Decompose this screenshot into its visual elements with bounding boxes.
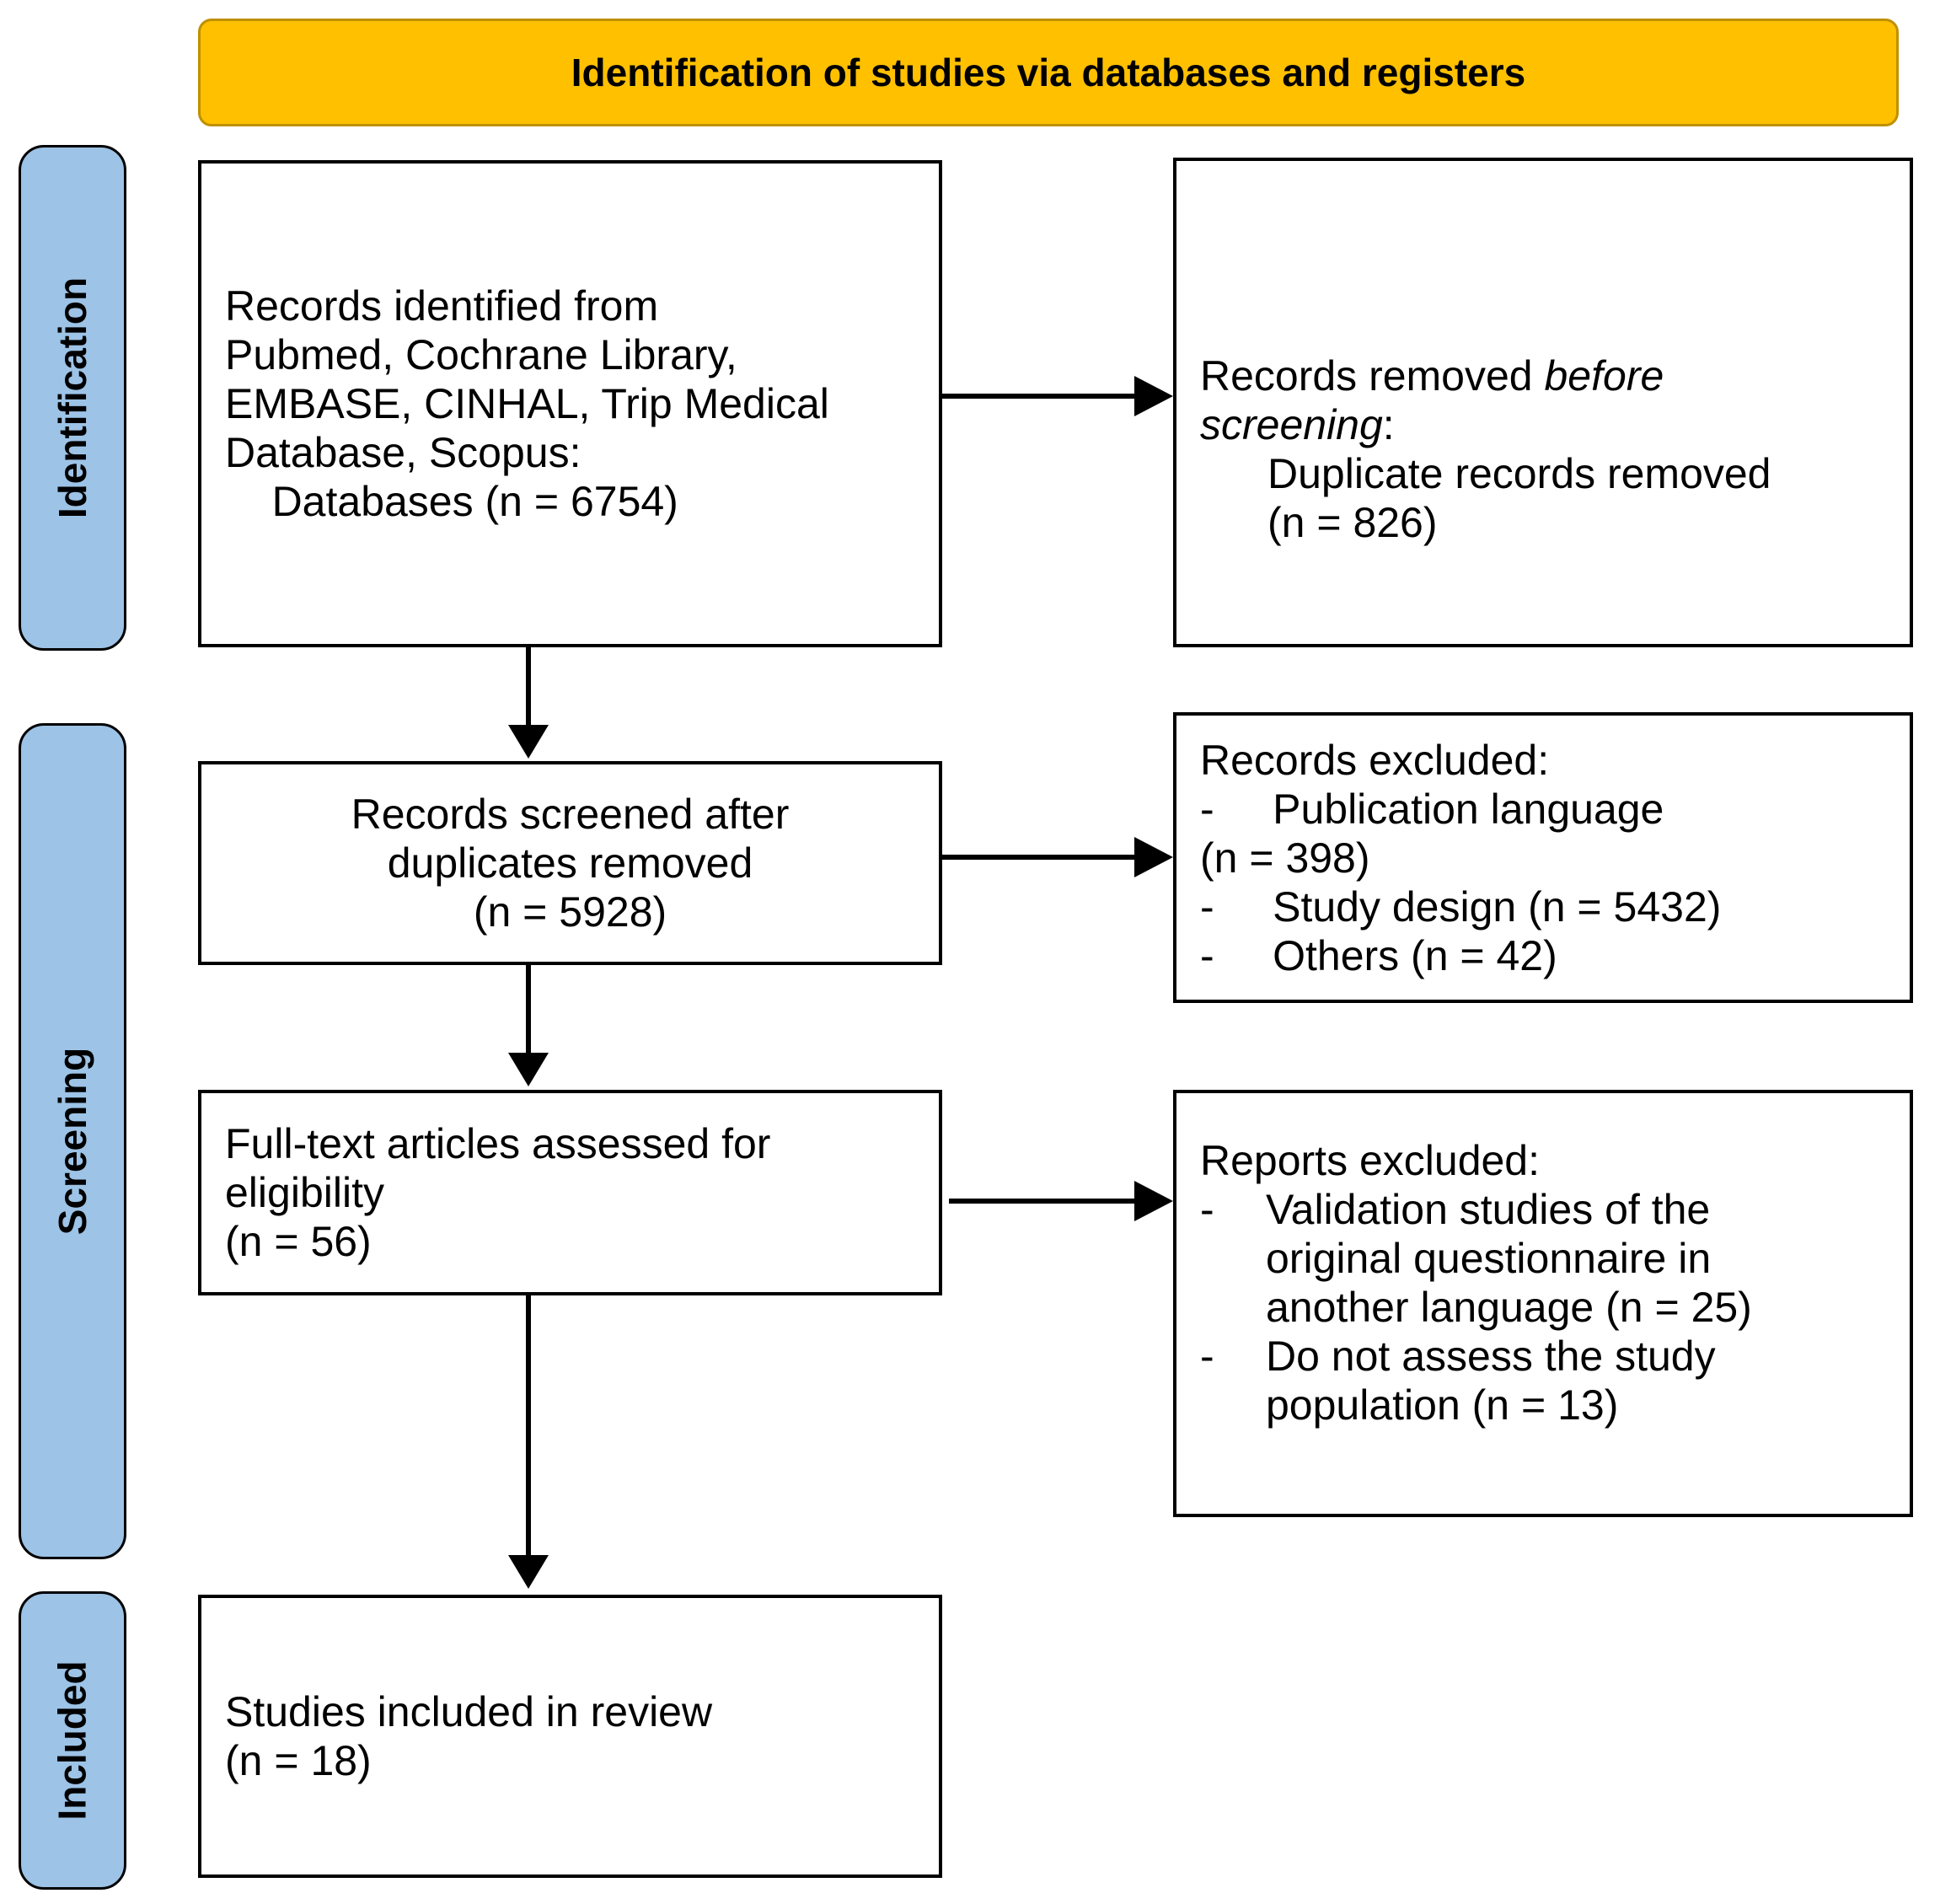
- box-records-excluded: Records excluded: - Publication language…: [1173, 712, 1913, 1003]
- arrowhead-screened-to-excluded: [1134, 837, 1173, 877]
- box-records-screened: Records screened after duplicates remove…: [198, 761, 942, 965]
- records-removed-colon: :: [1382, 400, 1395, 448]
- records-removed-italic: before screening: [1200, 351, 1664, 448]
- reports-excluded-heading: Reports excluded:: [1200, 1136, 1541, 1184]
- records-removed-heading: Records removed before screening:: [1200, 351, 1886, 449]
- arrowhead-identified-to-removed: [1134, 376, 1173, 416]
- arrow-fulltext-to-reports-excluded: [949, 1199, 1138, 1204]
- arrow-screened-to-excluded: [942, 855, 1138, 860]
- arrowhead-fulltext-to-included: [508, 1555, 549, 1589]
- records-identified-text: Records identified from Pubmed, Cochrane…: [225, 282, 829, 525]
- records-excluded-heading: Records excluded:: [1200, 736, 1550, 784]
- box-records-removed: Records removed before screening: Duplic…: [1173, 158, 1913, 647]
- box-fulltext-assessed: Full-text articles assessed for eligibil…: [198, 1090, 942, 1295]
- records-screened-text: Records screened after duplicates remove…: [351, 791, 790, 936]
- arrow-identified-to-removed: [942, 394, 1138, 399]
- stage-label-included-text: Included: [51, 1660, 94, 1821]
- box-records-identified: Records identified from Pubmed, Cochrane…: [198, 160, 942, 647]
- bullet-dash: -: [1200, 1185, 1214, 1233]
- bullet-dash: -: [1200, 1332, 1214, 1380]
- stage-label-identification-text: Identification: [51, 276, 95, 519]
- reports-excluded-item-text: Validation studies of the original quest…: [1266, 1185, 1752, 1331]
- arrowhead-screened-to-fulltext: [508, 1053, 549, 1086]
- diagram-title: Identification of studies via databases …: [571, 51, 1526, 94]
- arrow-identified-to-screened: [526, 647, 531, 727]
- arrow-screened-to-fulltext: [526, 965, 531, 1054]
- records-removed-detail: Duplicate records removed (n = 826): [1267, 449, 1771, 546]
- arrow-fulltext-to-included: [526, 1295, 531, 1557]
- box-reports-excluded: Reports excluded: - Validation studies o…: [1173, 1090, 1913, 1517]
- stage-label-identification: Identification: [19, 145, 126, 651]
- box-studies-included: Studies included in review (n = 18): [198, 1595, 942, 1878]
- reports-excluded-item: - Validation studies of the original que…: [1200, 1185, 1886, 1332]
- arrowhead-fulltext-to-reports-excluded: [1134, 1181, 1173, 1221]
- arrowhead-identified-to-screened: [508, 725, 549, 759]
- stage-label-included: Included: [19, 1591, 126, 1890]
- records-excluded-body: - Publication language (n = 398) - Study…: [1200, 785, 1722, 979]
- reports-excluded-item: - Do not assess the study population (n …: [1200, 1332, 1886, 1429]
- fulltext-assessed-text: Full-text articles assessed for eligibil…: [225, 1120, 771, 1265]
- records-removed-lead: Records removed: [1200, 351, 1545, 400]
- reports-excluded-item-text: Do not assess the study population (n = …: [1266, 1332, 1716, 1429]
- stage-label-screening-text: Screening: [51, 1047, 95, 1236]
- stage-label-screening: Screening: [19, 723, 126, 1559]
- studies-included-text: Studies included in review (n = 18): [225, 1688, 713, 1784]
- diagram-title-banner: Identification of studies via databases …: [198, 19, 1899, 126]
